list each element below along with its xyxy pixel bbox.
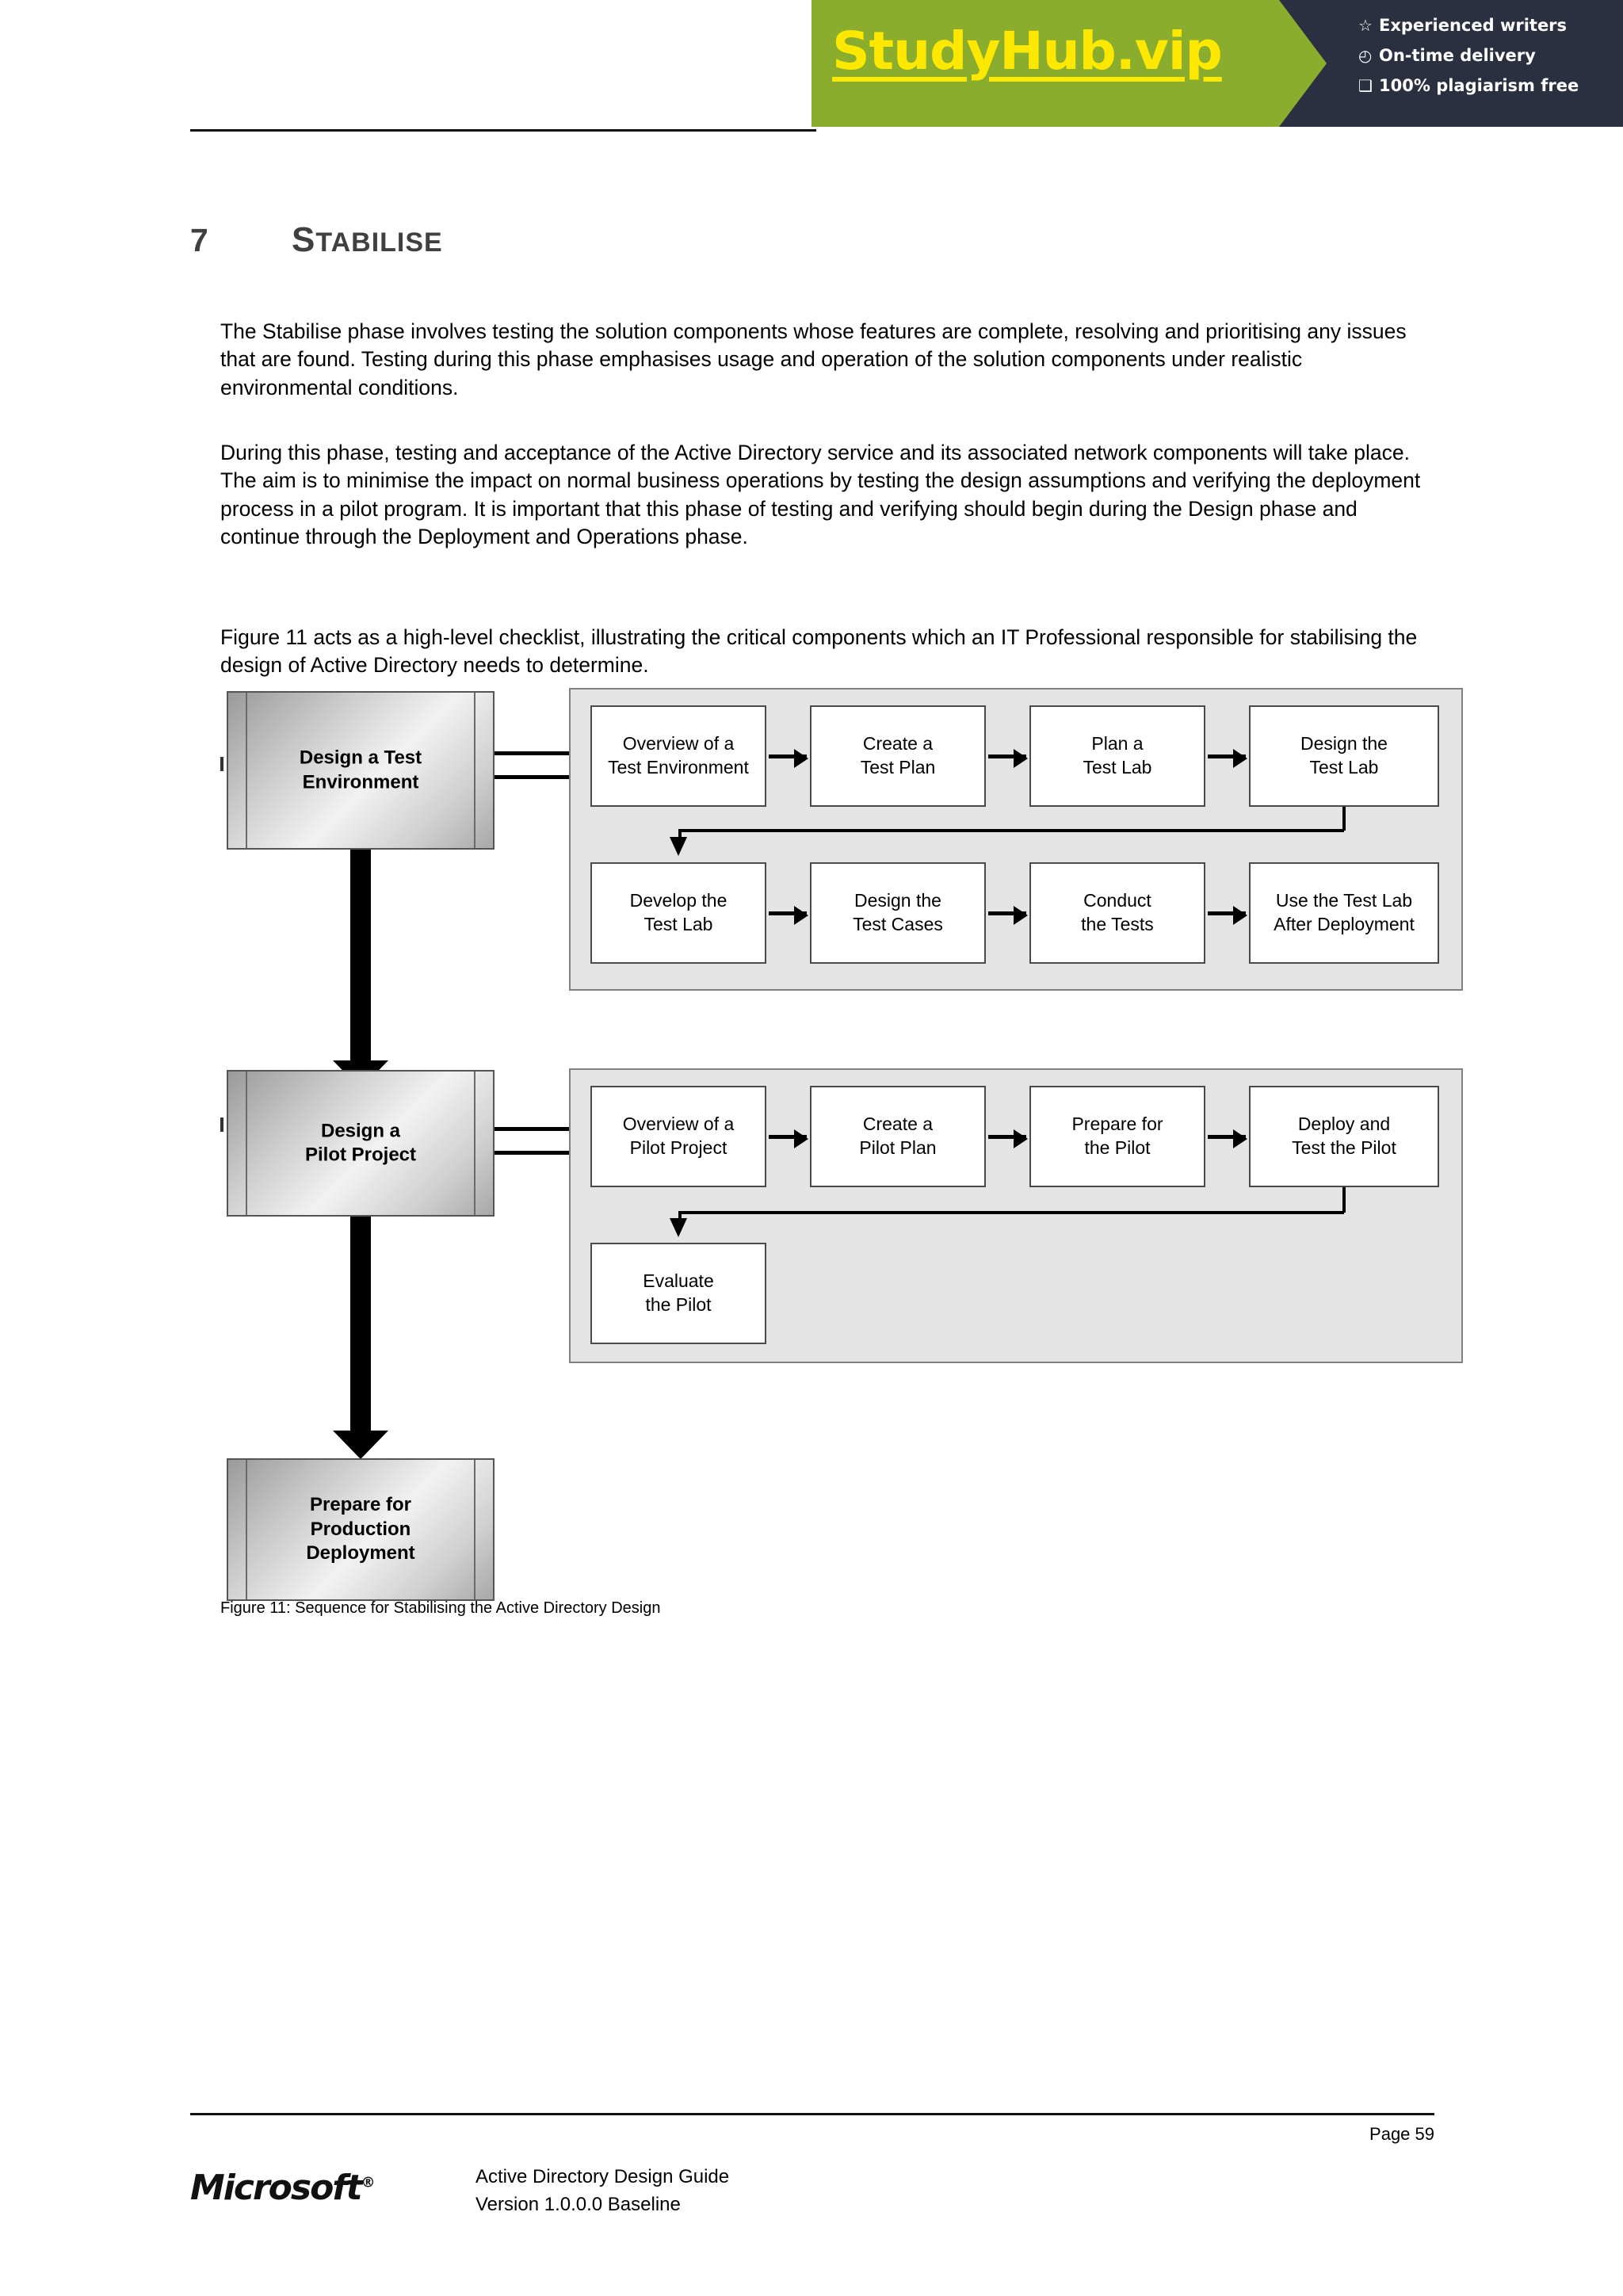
connector-line-pilot-bottom bbox=[495, 1151, 571, 1155]
section-title: STABILISE bbox=[292, 220, 443, 260]
feature-label: Experienced writers bbox=[1379, 16, 1568, 35]
paragraph-testing-acceptance: During this phase, testing and acceptanc… bbox=[220, 440, 1421, 549]
process-box-conduct-the-tests: Conduct the Tests bbox=[1029, 862, 1205, 964]
process-box-overview-pilot-project: Overview of a Pilot Project bbox=[590, 1086, 766, 1187]
flow-arrow-pilot-to-production bbox=[333, 1217, 388, 1459]
loopback-test-vertical bbox=[1342, 807, 1346, 831]
feature-item-on-time-delivery: ◴ On-time delivery bbox=[1358, 46, 1620, 65]
connector-line-test-bottom bbox=[495, 775, 571, 779]
arrow-develop-to-design-test-cases bbox=[769, 906, 808, 925]
feature-item-experienced-writers: ☆ Experienced writers bbox=[1358, 16, 1620, 35]
banner-green-shape bbox=[812, 0, 1327, 127]
arrow-overview-pilot-to-create-pilot-plan bbox=[769, 1129, 808, 1148]
loopback-pilot-arrowhead bbox=[670, 1218, 687, 1237]
connector-tick-test bbox=[220, 757, 223, 771]
phase-block-design-test-environment: Design a Test Environment bbox=[227, 691, 495, 850]
feature-label: On-time delivery bbox=[1379, 46, 1536, 65]
loopback-test-arrowhead bbox=[670, 837, 687, 856]
arrow-create-test-plan-to-plan-test-lab bbox=[988, 749, 1028, 768]
arrow-overview-to-create-test-plan bbox=[769, 749, 808, 768]
section-title-rest: TABILISE bbox=[315, 227, 443, 258]
star-icon: ☆ bbox=[1358, 16, 1373, 35]
studyhub-watermark-banner: StudyHub.vip ☆ Experienced writers ◴ On-… bbox=[812, 0, 1623, 127]
section-number: 7 bbox=[190, 222, 208, 258]
arrow-create-pilot-plan-to-prepare-pilot bbox=[988, 1129, 1028, 1148]
phase-label-prepare-production-deployment: Prepare for Production Deployment bbox=[306, 1493, 415, 1564]
connector-line-test-top bbox=[495, 751, 571, 755]
process-box-design-test-lab: Design the Test Lab bbox=[1249, 705, 1439, 807]
page-title: 7 STABILISE bbox=[190, 220, 443, 260]
phase-label-design-pilot-project: Design a Pilot Project bbox=[304, 1119, 417, 1166]
feature-item-plagiarism-free: ❑ 100% plagiarism free bbox=[1358, 76, 1620, 95]
feature-label: 100% plagiarism free bbox=[1379, 76, 1579, 95]
footer-document-info: Active Directory Design Guide Version 1.… bbox=[475, 2164, 729, 2219]
loopback-pilot-vertical bbox=[1342, 1187, 1346, 1213]
page-number-label: Page 59 bbox=[1369, 2124, 1434, 2144]
connector-tick-pilot bbox=[220, 1117, 223, 1132]
process-box-design-test-cases: Design the Test Cases bbox=[810, 862, 986, 964]
loopback-pilot-horizontal bbox=[678, 1211, 1344, 1214]
microsoft-logo-text: Microsoft bbox=[190, 2168, 362, 2208]
process-box-overview-test-environment: Overview of a Test Environment bbox=[590, 705, 766, 807]
flow-arrow-test-to-pilot bbox=[333, 850, 388, 1089]
process-box-evaluate-the-pilot: Evaluate the Pilot bbox=[590, 1243, 766, 1344]
phase-label-design-test-environment: Design a Test Environment bbox=[299, 747, 422, 793]
arrow-prepare-pilot-to-deploy-test-pilot bbox=[1208, 1129, 1247, 1148]
registered-mark-icon: ® bbox=[361, 2174, 375, 2191]
process-box-plan-test-lab: Plan a Test Lab bbox=[1029, 705, 1205, 807]
shield-check-icon: ❑ bbox=[1358, 76, 1373, 95]
studyhub-logo-text: StudyHub.vip bbox=[832, 21, 1223, 82]
figure-caption: Figure 11: Sequence for Stabilising the … bbox=[220, 1599, 661, 1617]
process-box-develop-test-lab: Develop the Test Lab bbox=[590, 862, 766, 964]
process-box-create-test-plan: Create a Test Plan bbox=[810, 705, 986, 807]
process-box-prepare-for-the-pilot: Prepare for the Pilot bbox=[1029, 1086, 1205, 1187]
process-box-use-test-lab-after-deployment: Use the Test Lab After Deployment bbox=[1249, 862, 1439, 964]
header-divider bbox=[190, 129, 816, 132]
connector-line-pilot-top bbox=[495, 1127, 571, 1131]
paragraph-stabilise-overview: The Stabilise phase involves testing the… bbox=[220, 319, 1407, 399]
arrow-conduct-tests-to-use-test-lab bbox=[1208, 906, 1247, 925]
footer-doc-title: Active Directory Design Guide bbox=[475, 2166, 730, 2187]
paragraph-figure-intro: Figure 11 acts as a high-level checklist… bbox=[220, 625, 1418, 678]
footer-doc-version: Version 1.0.0.0 Baseline bbox=[475, 2193, 681, 2215]
loopback-pilot-drop bbox=[678, 1211, 682, 1221]
footer-divider bbox=[190, 2113, 1434, 2115]
loopback-test-drop bbox=[678, 829, 682, 840]
arrow-design-test-cases-to-conduct-tests bbox=[988, 906, 1028, 925]
loopback-test-horizontal bbox=[678, 829, 1344, 832]
process-box-deploy-and-test-the-pilot: Deploy and Test the Pilot bbox=[1249, 1086, 1439, 1187]
microsoft-logo: Microsoft® bbox=[190, 2168, 375, 2208]
phase-block-design-pilot-project: Design a Pilot Project bbox=[227, 1070, 495, 1217]
banner-feature-list: ☆ Experienced writers ◴ On-time delivery… bbox=[1358, 16, 1620, 106]
process-box-create-pilot-plan: Create a Pilot Plan bbox=[810, 1086, 986, 1187]
arrow-plan-test-lab-to-design-test-lab bbox=[1208, 749, 1247, 768]
section-title-initial: S bbox=[292, 220, 316, 259]
clock-icon: ◴ bbox=[1358, 46, 1373, 65]
phase-block-prepare-production-deployment: Prepare for Production Deployment bbox=[227, 1458, 495, 1601]
